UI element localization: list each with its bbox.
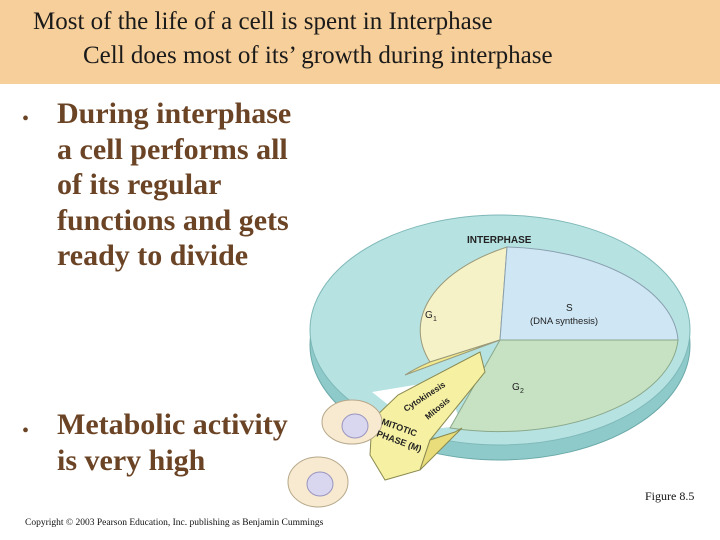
s-detail-label: (DNA synthesis) <box>530 316 598 327</box>
s-sector <box>499 246 679 341</box>
g2-sector <box>449 339 679 433</box>
g1-label: G <box>425 310 433 321</box>
bullet-marker: • <box>22 420 30 442</box>
s-label: S <box>566 303 573 314</box>
slide-subtitle: Cell does most of its’ growth during int… <box>83 42 553 69</box>
g2-label: G <box>512 382 520 393</box>
daughter-cell-top <box>321 399 383 445</box>
bullet-marker: • <box>22 108 30 130</box>
interphase-label: INTERPHASE <box>467 235 532 246</box>
bullet-text-metabolic: Metabolic activity is very high <box>57 408 288 477</box>
bullet-text-interphase: During interphase a cell performs all of… <box>57 97 292 272</box>
copyright-notice: Copyright © 2003 Pearson Education, Inc.… <box>25 518 324 528</box>
title-banner: Most of the life of a cell is spent in I… <box>0 0 720 84</box>
figure-caption: Figure 8.5 <box>645 489 695 503</box>
mitotic-arrow-side <box>419 427 463 471</box>
daughter-cell-bottom <box>287 456 349 508</box>
g1-sector <box>419 246 508 363</box>
slide-title: Most of the life of a cell is spent in I… <box>33 8 493 35</box>
g2-subscript: 2 <box>520 388 524 395</box>
g1-subscript: 1 <box>433 316 437 323</box>
mitotic-sector <box>404 339 501 376</box>
